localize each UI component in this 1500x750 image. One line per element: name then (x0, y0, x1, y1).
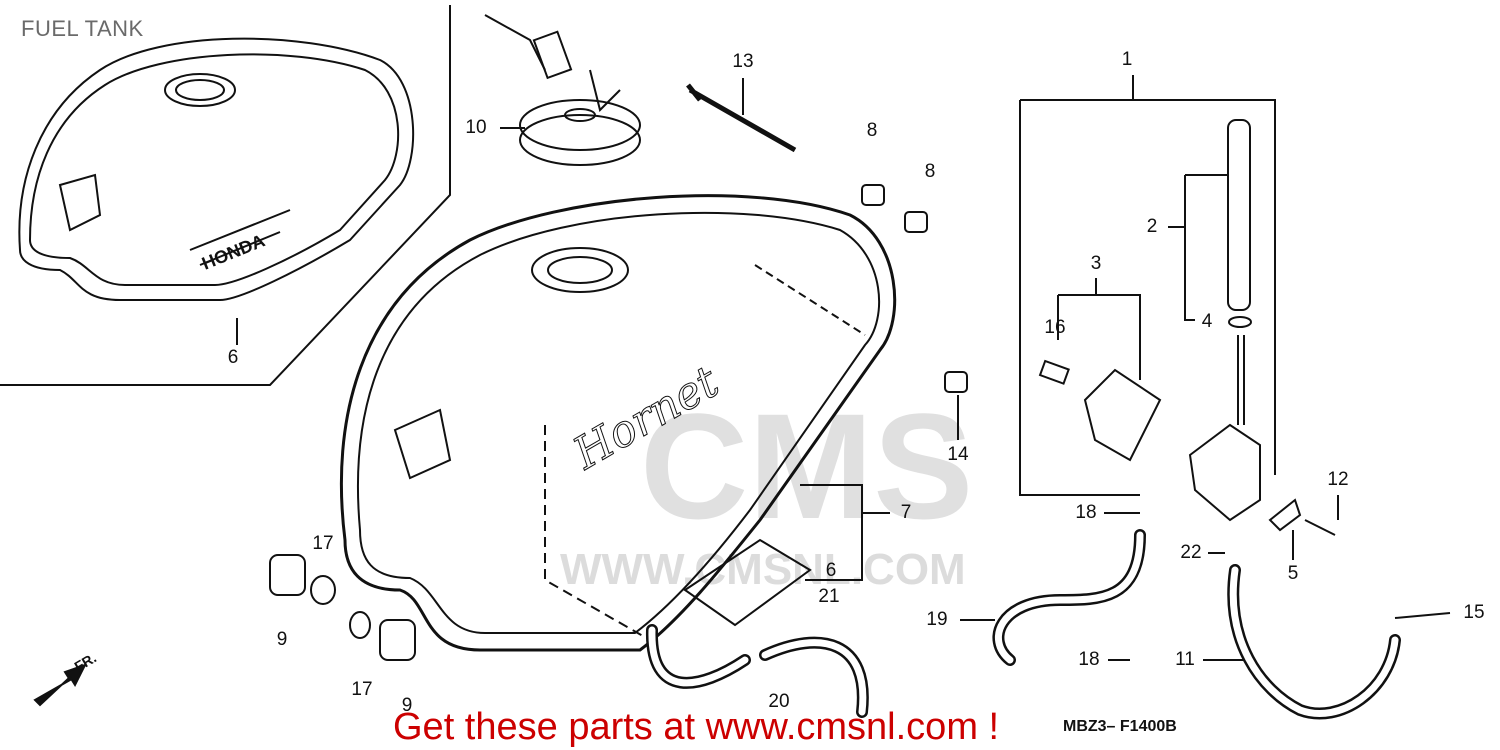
callout-5[interactable]: 5 (1287, 563, 1299, 584)
callout-2[interactable]: 2 (1146, 216, 1158, 237)
pad-21 (683, 538, 812, 627)
callout-17[interactable]: 17 (351, 679, 373, 700)
callout-8[interactable]: 8 (866, 120, 878, 141)
callout-16[interactable]: 16 (1044, 317, 1066, 338)
front-arrow-icon (33, 663, 87, 707)
fuel-valve-assembly (1038, 119, 1336, 536)
callout-18[interactable]: 18 (1075, 502, 1097, 523)
callout-8[interactable]: 8 (924, 161, 936, 182)
callout-1[interactable]: 1 (1121, 49, 1133, 70)
fuel-tank-main (339, 194, 897, 652)
callout-9[interactable]: 9 (276, 629, 288, 650)
callout-14[interactable]: 14 (947, 444, 969, 465)
grommets-8-14 (861, 184, 968, 393)
assembly-bracket-1 (1019, 99, 1276, 496)
hoses (645, 529, 1401, 720)
bolt-13 (686, 83, 797, 153)
callout-3[interactable]: 3 (1090, 253, 1102, 274)
watermark-logo: CMS (640, 382, 974, 550)
callout-20[interactable]: 20 (768, 691, 790, 712)
diagram-code: MBZ3– F1400B (1063, 718, 1177, 735)
callout-7[interactable]: 7 (900, 502, 912, 523)
callout-9[interactable]: 9 (401, 695, 413, 716)
cta-link[interactable]: Get these parts at www.cmsnl.com ! (393, 706, 1000, 748)
callout-15[interactable]: 15 (1463, 602, 1485, 623)
callout-10[interactable]: 10 (465, 117, 487, 138)
callout-21[interactable]: 21 (818, 586, 840, 607)
page-title: FUEL TANK (21, 16, 144, 41)
callout-13[interactable]: 13 (732, 51, 754, 72)
callout-19[interactable]: 19 (926, 609, 948, 630)
tank-cover-inset: HONDA (18, 37, 415, 301)
callout-4[interactable]: 4 (1201, 311, 1213, 332)
mount-rubbers-9-17 (269, 554, 416, 661)
hornet-logo: Hornet (564, 356, 727, 480)
fuel-cap-with-key (484, 14, 641, 166)
callout-11[interactable]: 11 (1175, 649, 1195, 670)
callout-12[interactable]: 12 (1327, 469, 1349, 490)
inset-frame (0, 5, 451, 386)
honda-logo-inset: HONDA (199, 230, 268, 273)
callout-17[interactable]: 17 (312, 533, 334, 554)
watermark-url: WWW.CMSNL.COM (560, 545, 966, 594)
callout-6[interactable]: 6 (825, 560, 837, 581)
callout-6-inset[interactable]: 6 (227, 347, 239, 368)
callout-18[interactable]: 18 (1078, 649, 1100, 670)
callout-22[interactable]: 22 (1180, 542, 1202, 563)
